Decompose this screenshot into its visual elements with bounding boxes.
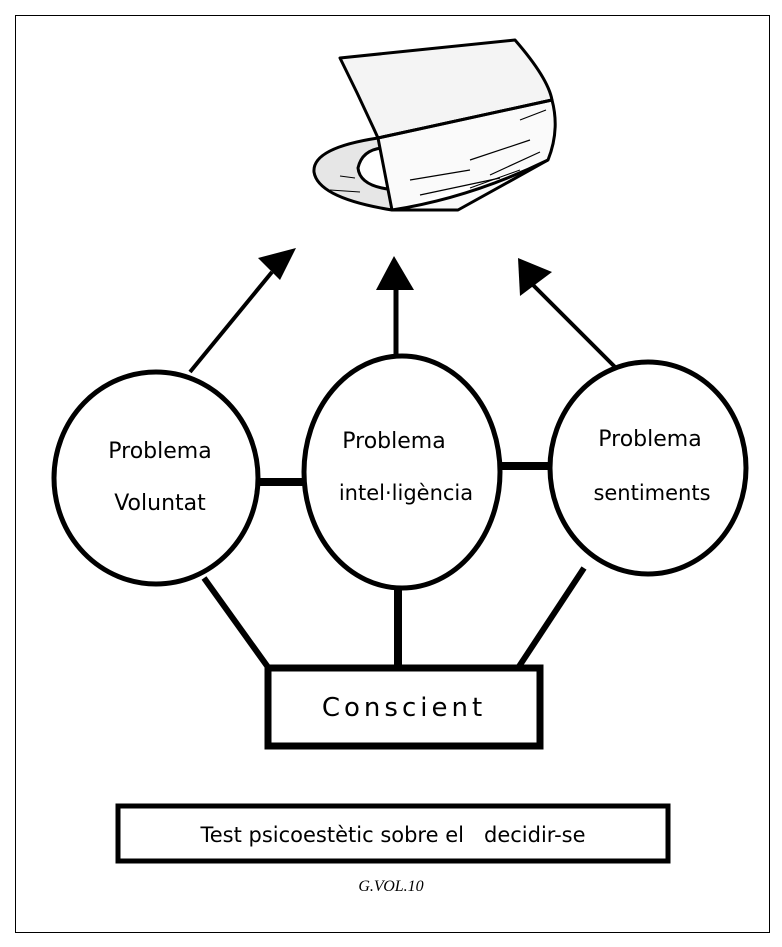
book-icon (312, 38, 557, 212)
page-frame (15, 15, 770, 933)
node-voluntat-label: Voluntat (114, 491, 206, 516)
title-banner: Test psicoestètic sobre el decidir-se (115, 803, 671, 864)
conscient-box: Conscient (264, 664, 544, 750)
link-conscient-sentiments (515, 566, 587, 670)
conscient-label: Conscient (322, 693, 486, 723)
arrow-center (376, 256, 414, 365)
figure-caption: G.VOL.10 (358, 878, 424, 895)
arrow-left (188, 248, 296, 374)
arrow-right (518, 258, 618, 370)
node-sentiments-label: sentiments (593, 481, 710, 505)
node-intelligencia: Problema intel·ligència (301, 353, 503, 591)
node-intelligencia-label: intel·ligència (339, 481, 473, 505)
node-voluntat-title: Problema (108, 439, 211, 464)
banner-text: Test psicoestètic sobre el decidir-se (199, 823, 585, 847)
node-sentiments: Problema sentiments (547, 359, 749, 577)
node-intelligencia-title: Problema (342, 429, 445, 454)
node-sentiments-title: Problema (598, 427, 701, 452)
node-voluntat: Problema Voluntat (51, 369, 261, 587)
link-conscient-voluntat (201, 576, 273, 672)
